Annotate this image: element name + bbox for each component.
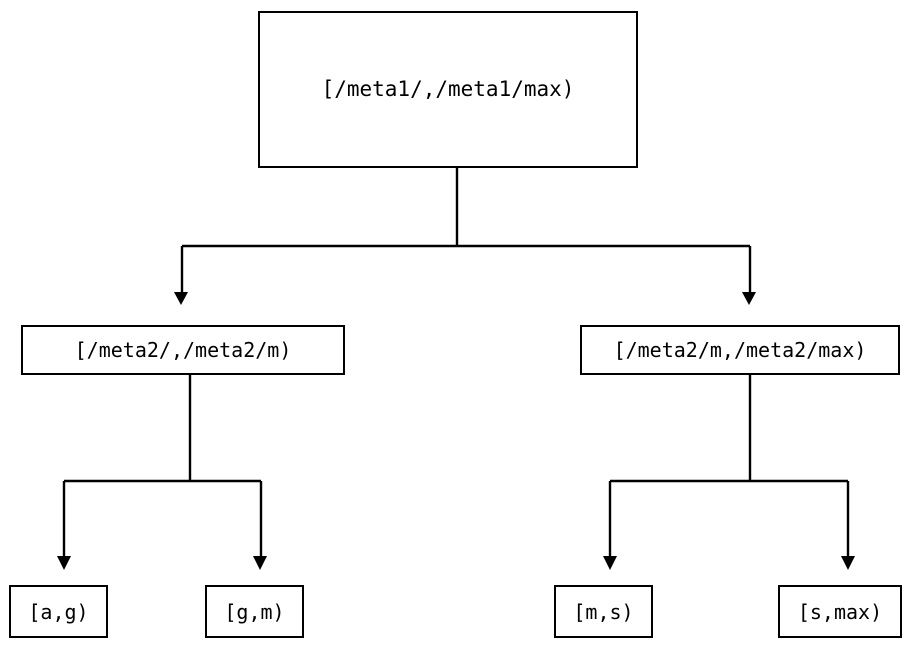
edge-mid-right-to-leaves (603, 375, 855, 570)
arrowhead-to-leaf-ag (57, 556, 71, 570)
tree-node-leaf-2[interactable]: [g,m) (205, 585, 304, 638)
tree-node-leaf-1[interactable]: [a,g) (9, 585, 108, 638)
arrowhead-to-mid-right (742, 292, 756, 305)
tree-node-root-label: [/meta1/,/meta1/max) (321, 77, 575, 101)
arrowhead-to-mid-left (174, 292, 188, 305)
arrowhead-to-leaf-smax (841, 556, 855, 570)
edge-mid-left-to-leaves (57, 375, 267, 570)
tree-node-leaf-3-label: [m,s) (573, 599, 634, 624)
tree-node-root[interactable]: [/meta1/,/meta1/max) (258, 11, 638, 168)
tree-node-mid-left[interactable]: [/meta2/,/meta2/m) (21, 325, 345, 375)
tree-node-mid-right[interactable]: [/meta2/m,/meta2/max) (580, 325, 900, 375)
tree-node-leaf-2-label: [g,m) (224, 599, 285, 624)
tree-node-leaf-3[interactable]: [m,s) (554, 585, 653, 638)
arrowhead-to-leaf-gm (253, 556, 267, 570)
tree-node-leaf-1-label: [a,g) (28, 599, 89, 624)
tree-node-leaf-4[interactable]: [s,max) (778, 585, 902, 638)
tree-node-mid-right-label: [/meta2/m,/meta2/max) (613, 338, 867, 362)
tree-node-leaf-4-label: [s,max) (797, 599, 883, 624)
tree-node-mid-left-label: [/meta2/,/meta2/m) (74, 338, 292, 362)
arrowhead-to-leaf-ms (603, 556, 617, 570)
edge-root-to-mid-level (174, 168, 756, 305)
